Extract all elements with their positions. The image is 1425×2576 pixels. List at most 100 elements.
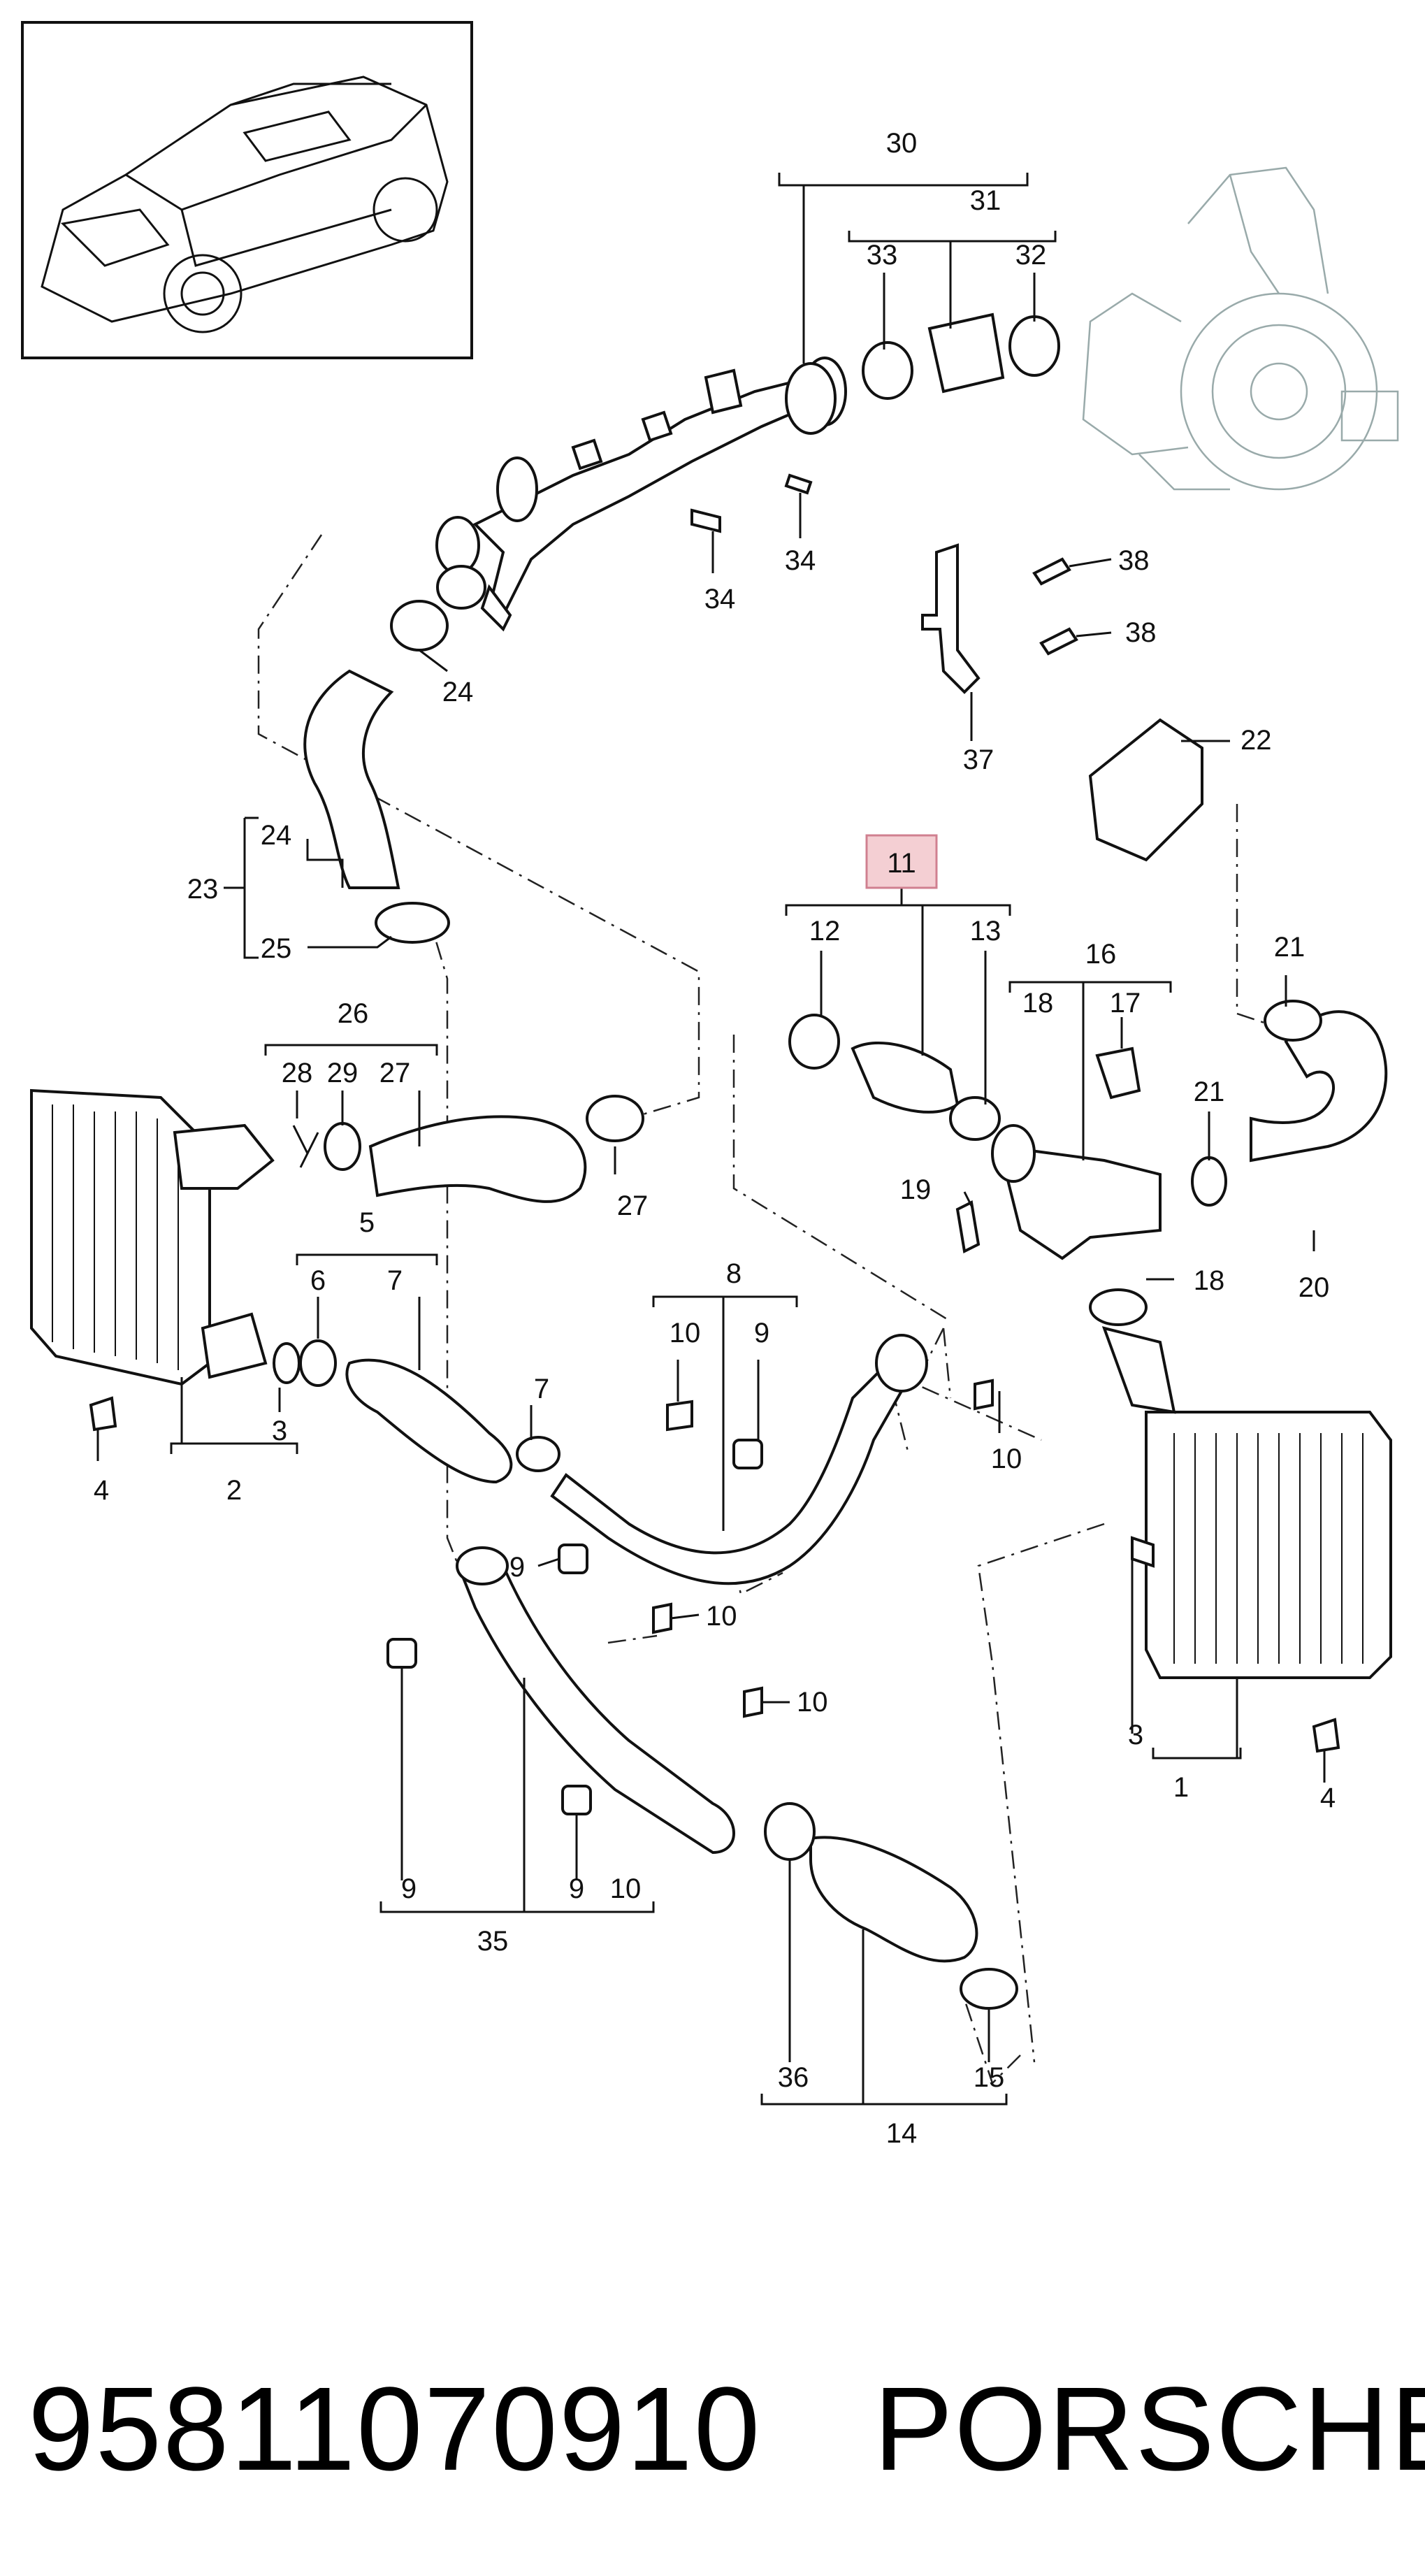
clamp-7-right xyxy=(516,1436,560,1472)
callout-34-right: 34 xyxy=(785,545,816,576)
callout-labels: 30 31 33 32 34 34 38 38 37 22 24 24 23 2… xyxy=(94,128,1336,2149)
callout-21-lower: 21 xyxy=(1194,1077,1225,1107)
bolt-38-upper xyxy=(1032,557,1071,586)
callout-10-b: 10 xyxy=(991,1444,1022,1474)
clip-28 xyxy=(292,1125,319,1168)
seal-15 xyxy=(960,1968,1018,2010)
clamps-32-33 xyxy=(785,312,1060,435)
callout-6: 6 xyxy=(310,1265,326,1296)
hose-14 xyxy=(809,1836,978,1963)
clamp-21-upper xyxy=(1264,1000,1322,1042)
sensor-22 xyxy=(1088,718,1203,862)
callout-9-a: 9 xyxy=(754,1318,769,1348)
callout-25: 25 xyxy=(261,933,292,964)
callout-27-lower: 27 xyxy=(617,1190,649,1221)
hose-24 xyxy=(303,600,450,944)
callout-16: 16 xyxy=(1085,939,1117,970)
callout-27-upper: 27 xyxy=(379,1058,411,1088)
vehicle-thumbnail xyxy=(21,21,473,359)
callout-23: 23 xyxy=(187,874,219,905)
callout-11: 11 xyxy=(887,848,916,879)
turbocharger-illustration xyxy=(1082,166,1399,491)
callout-10-d: 10 xyxy=(797,1687,828,1718)
callout-38-upper: 38 xyxy=(1118,545,1150,576)
callout-22: 22 xyxy=(1240,725,1272,756)
callout-4-right: 4 xyxy=(1320,1783,1336,1813)
callout-10-e: 10 xyxy=(610,1873,642,1904)
callout-3-right: 3 xyxy=(1128,1720,1143,1750)
bolt-10-a xyxy=(666,1399,693,1432)
callout-9-b: 9 xyxy=(509,1552,525,1583)
callout-18-upper: 18 xyxy=(1022,988,1054,1019)
callout-38-lower: 38 xyxy=(1125,617,1157,648)
callout-14: 14 xyxy=(886,2118,918,2149)
callout-13: 13 xyxy=(970,916,1001,947)
callout-5: 5 xyxy=(359,1207,375,1238)
callout-9-c: 9 xyxy=(401,1873,417,1904)
callout-35: 35 xyxy=(477,1926,509,1957)
callout-29: 29 xyxy=(327,1058,359,1088)
callout-21-upper: 21 xyxy=(1274,932,1305,963)
bolt-4-left xyxy=(89,1396,117,1432)
bolt-19 xyxy=(955,1200,981,1253)
callout-4-left: 4 xyxy=(94,1475,109,1506)
brand-name: PORSCHE xyxy=(874,2363,1425,2496)
pipe-35-top xyxy=(456,1546,509,1585)
callout-1: 1 xyxy=(1173,1772,1189,1803)
part-number: 95811070910 xyxy=(28,2363,762,2496)
seal-6 xyxy=(299,1339,337,1387)
callout-15: 15 xyxy=(974,2062,1005,2093)
hose-7 xyxy=(345,1358,513,1484)
hose-27 xyxy=(368,1115,587,1203)
callout-24-lower: 24 xyxy=(261,820,292,851)
callout-24-upper: 24 xyxy=(442,677,474,707)
hose-11 xyxy=(851,1042,960,1114)
pipe-35 xyxy=(459,1564,735,1855)
callout-12: 12 xyxy=(809,916,841,947)
callout-20: 20 xyxy=(1299,1272,1330,1303)
grommet-9-c xyxy=(386,1638,417,1669)
callout-32: 32 xyxy=(1015,240,1047,271)
callout-26: 26 xyxy=(338,998,369,1029)
callout-36: 36 xyxy=(778,2062,809,2093)
clamp-13 xyxy=(949,1096,1001,1141)
seal-18-left xyxy=(991,1124,1036,1183)
bolt-10-b xyxy=(974,1379,994,1411)
clamp-21-lower xyxy=(1191,1156,1227,1207)
callout-34-left: 34 xyxy=(704,584,736,614)
callout-31: 31 xyxy=(970,185,1001,216)
callout-8: 8 xyxy=(726,1258,742,1289)
seal-3-left xyxy=(273,1342,301,1384)
pipe-8 xyxy=(550,1360,904,1585)
callout-19: 19 xyxy=(900,1174,932,1205)
seal-29 xyxy=(324,1122,361,1171)
bolt-10-d xyxy=(743,1686,763,1718)
bolt-4-right xyxy=(1312,1718,1340,1753)
callout-33: 33 xyxy=(867,240,898,271)
bracket-37 xyxy=(921,543,981,694)
bolts-34 xyxy=(690,473,813,533)
intercooler-left xyxy=(30,1088,275,1386)
clamp-27 xyxy=(586,1095,644,1142)
callout-17: 17 xyxy=(1110,988,1141,1019)
bolt-10-c xyxy=(652,1602,672,1634)
clamp-12 xyxy=(788,1014,840,1070)
grommet-9-d xyxy=(561,1785,592,1815)
callout-30: 30 xyxy=(886,128,918,159)
callout-7-upper: 7 xyxy=(387,1265,403,1296)
grommet-9-b xyxy=(558,1544,588,1574)
pipe-8-end xyxy=(875,1334,928,1393)
upper-boost-pipe xyxy=(435,357,847,632)
valve-16 xyxy=(997,1144,1162,1260)
callout-7-lower: 7 xyxy=(534,1374,549,1404)
intercooler-right xyxy=(1101,1326,1392,1679)
clamp-36 xyxy=(764,1802,816,1861)
leader-lines xyxy=(96,173,1326,2106)
callout-37: 37 xyxy=(963,744,994,775)
callout-10-c: 10 xyxy=(706,1601,737,1632)
callout-10-a: 10 xyxy=(670,1318,701,1348)
callout-2: 2 xyxy=(226,1475,242,1506)
callout-18-lower: 18 xyxy=(1194,1265,1225,1296)
bolt-38-lower xyxy=(1039,627,1078,656)
